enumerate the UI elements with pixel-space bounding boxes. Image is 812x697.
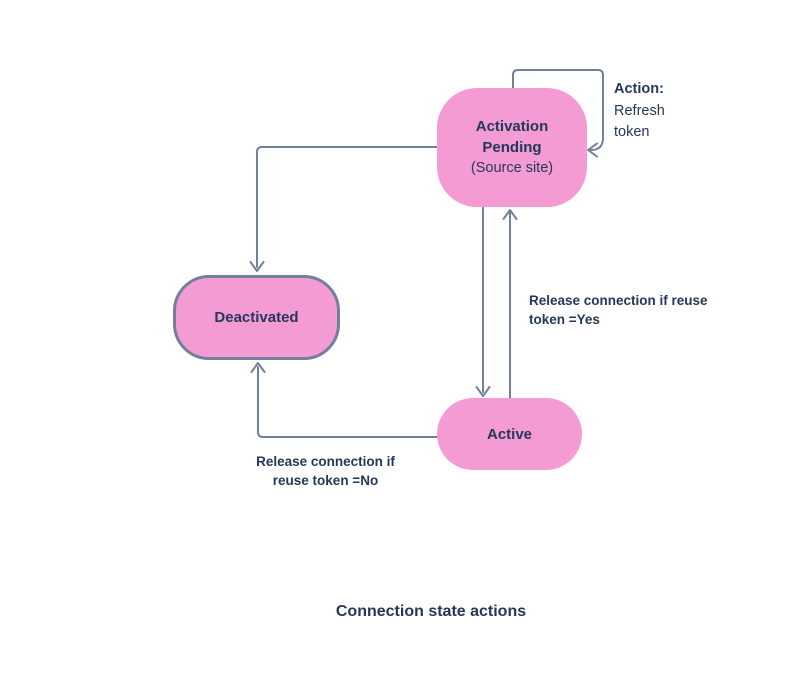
node-sublabel-source-site: (Source site) — [470, 160, 554, 176]
arrowhead-up-into-deactivated — [250, 362, 266, 373]
edge-label-release-yes: Release connection if reuse token =Yes — [529, 293, 708, 327]
arrowhead-up-into-activation-pending — [502, 209, 518, 220]
action-title-text: Action: — [614, 81, 664, 97]
edge-active-to-deactivated — [257, 366, 438, 438]
edge-label-refresh-token: Action: Refresh token — [614, 79, 684, 144]
edge-label-release-no: Release connection if reuse token =No — [256, 454, 395, 488]
node-label-active: Active — [486, 425, 533, 443]
arrowhead-down-into-active — [475, 386, 491, 397]
node-label-deactivated: Deactivated — [214, 309, 299, 326]
arrowhead-down-into-deactivated — [249, 261, 265, 272]
arrowhead-left-into-activation-pending — [587, 142, 598, 158]
state-node-activation-pending: Activation Pending (Source site) — [437, 88, 587, 207]
state-node-deactivated: Deactivated — [173, 275, 340, 360]
node-label-activation-pending: Activation Pending — [475, 118, 549, 156]
diagram-title: Connection state actions — [335, 603, 527, 620]
state-node-active: Active — [437, 398, 582, 470]
edge-activation-pending-to-deactivated — [256, 146, 438, 268]
action-body-text: Refresh token — [614, 102, 665, 141]
